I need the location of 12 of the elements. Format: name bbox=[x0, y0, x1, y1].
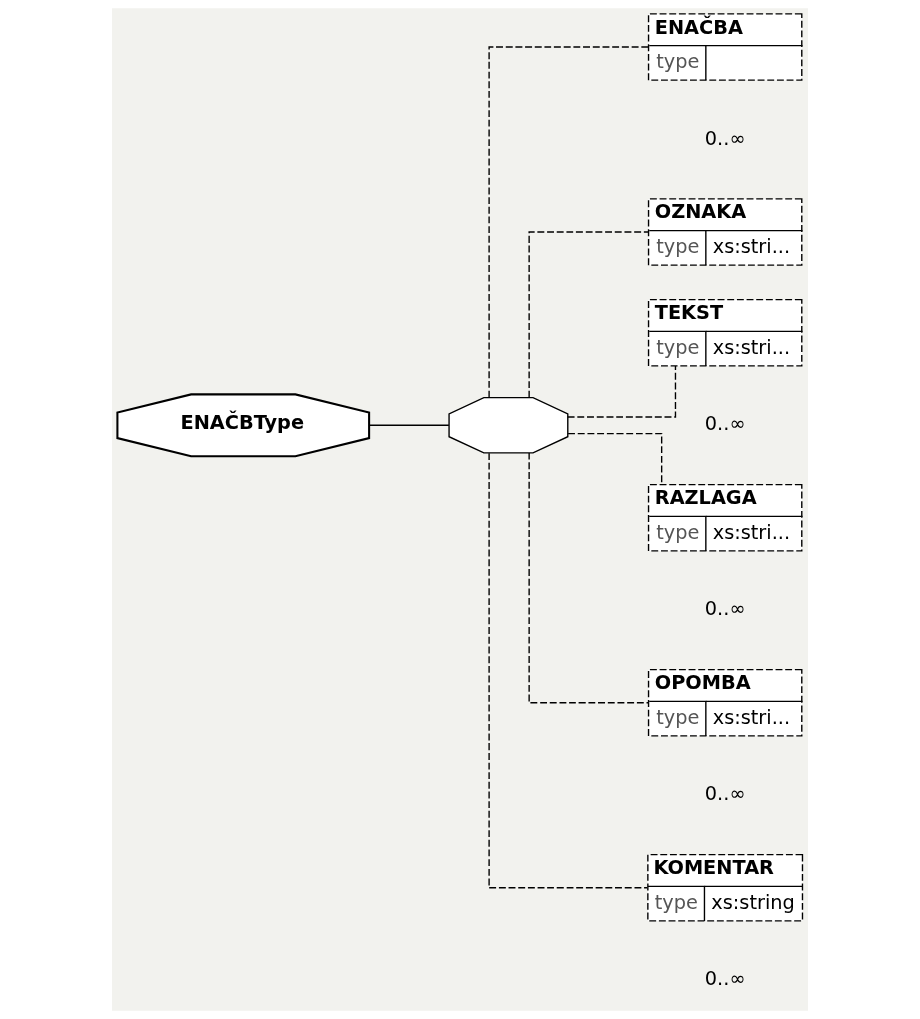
connector bbox=[567, 365, 677, 418]
node-label: 0..∞ bbox=[704, 412, 746, 436]
connector bbox=[488, 46, 650, 399]
connector bbox=[528, 452, 649, 704]
node-label: 0..∞ bbox=[704, 126, 746, 150]
node-label: 0..∞ bbox=[704, 967, 746, 991]
node-octagon bbox=[448, 397, 569, 454]
node-label: 0..∞ bbox=[704, 782, 746, 806]
connector bbox=[528, 231, 649, 399]
connector bbox=[368, 424, 450, 426]
connector bbox=[488, 452, 648, 889]
node-label: 0..∞ bbox=[704, 597, 746, 621]
